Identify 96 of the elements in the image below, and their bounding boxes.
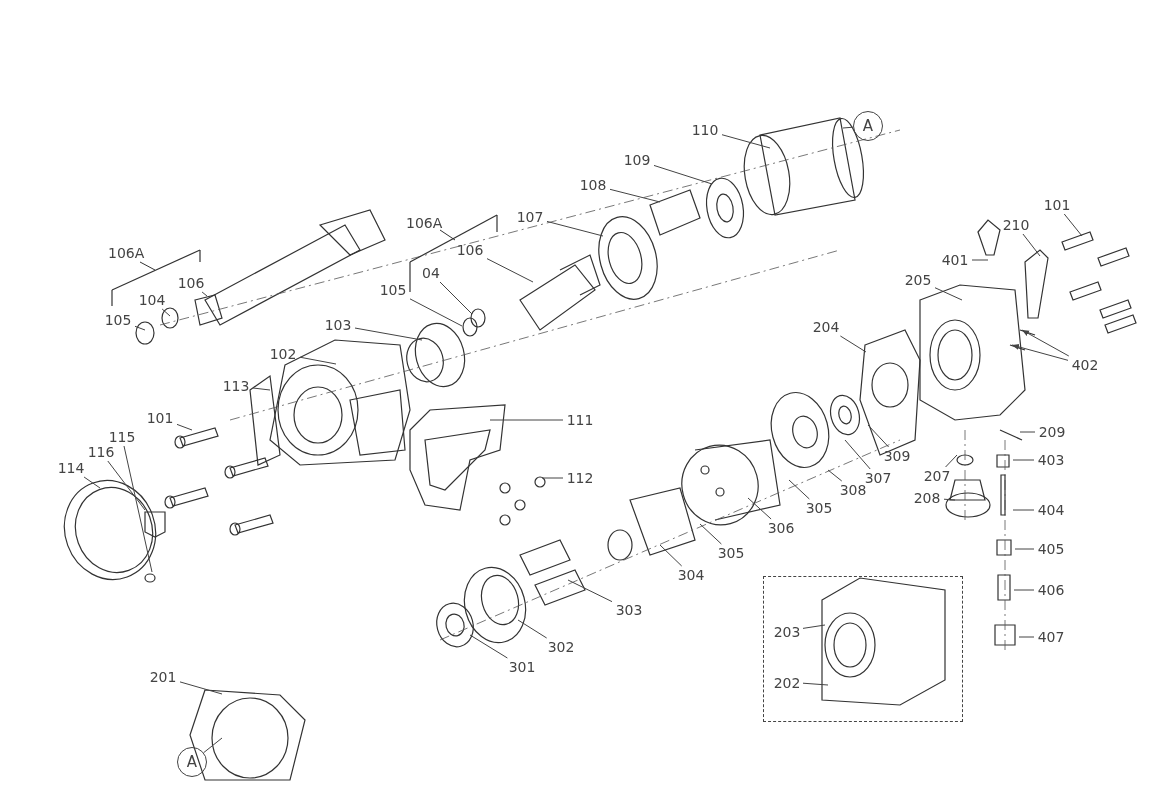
leader-line <box>802 682 829 686</box>
callout-number: 114 <box>56 460 86 476</box>
callout-number: 201 <box>148 669 178 685</box>
leader-line <box>489 419 564 421</box>
leader-arrow <box>1021 329 1070 357</box>
callout-number: 405 <box>1036 541 1066 557</box>
leader-line <box>83 476 101 489</box>
leader-line <box>802 624 826 629</box>
leader-line <box>1022 233 1041 257</box>
callout-number: 105 <box>103 312 133 328</box>
leader-line <box>486 258 534 283</box>
callout-number: 309 <box>882 448 912 464</box>
callout-number: 406 <box>1036 582 1066 598</box>
callout-number: 303 <box>614 602 644 618</box>
leader-line <box>409 298 463 327</box>
callout-number: 305 <box>716 545 746 561</box>
callout-number: 104 <box>137 292 167 308</box>
callout-number: 407 <box>1036 629 1066 645</box>
callout-number: 204 <box>811 319 841 335</box>
dashed-frame <box>763 576 963 722</box>
leader-line <box>179 681 223 695</box>
leader-line <box>1019 431 1036 433</box>
leader-line <box>439 281 473 315</box>
callout-number: 404 <box>1036 502 1066 518</box>
callout-number: 403 <box>1036 452 1066 468</box>
callout-number: 401 <box>940 252 970 268</box>
leader-line <box>842 126 854 129</box>
leader-line <box>721 134 771 149</box>
leader-line <box>567 579 613 603</box>
callout-number: 103 <box>323 317 353 333</box>
callout-number: 207 <box>922 468 952 484</box>
leader-line <box>1014 548 1035 550</box>
leader-line <box>176 423 193 431</box>
callout-number: 304 <box>676 567 706 583</box>
callout-number: 402 <box>1070 357 1100 373</box>
callout-number: 302 <box>546 639 576 655</box>
leader-line <box>252 387 271 391</box>
leader-line <box>839 335 867 353</box>
leader-line <box>201 291 208 297</box>
assembly-label: 106A <box>406 215 443 231</box>
leader-line <box>354 327 423 341</box>
leader-line <box>699 523 722 545</box>
callout-number: 108 <box>578 177 608 193</box>
callout-number: 116 <box>86 444 116 460</box>
leader-line <box>945 454 958 468</box>
leader-line <box>943 498 956 501</box>
leader-line <box>788 479 810 500</box>
callout-number: 107 <box>515 209 545 225</box>
leader-arrow <box>1011 343 1069 361</box>
callout-number: 111 <box>565 412 595 428</box>
callout-number: 105 <box>378 282 408 298</box>
leader-line <box>827 469 843 482</box>
leader-line <box>299 356 337 365</box>
assembly-label: 106A <box>108 245 145 261</box>
callout-number: 101 <box>145 410 175 426</box>
leader-line <box>203 737 223 754</box>
leader-line <box>469 634 508 659</box>
leader-line <box>867 424 890 448</box>
callout-number: 208 <box>912 490 942 506</box>
callout-number: 109 <box>622 152 652 168</box>
callout-number: 209 <box>1037 424 1067 440</box>
leader-line <box>971 259 989 261</box>
leader-line <box>541 477 564 479</box>
callout-number: 113 <box>221 378 251 394</box>
callout-number: 202 <box>772 675 802 691</box>
leader-line <box>1013 589 1035 591</box>
callout-number: 306 <box>766 520 796 536</box>
callout-number: 203 <box>772 624 802 640</box>
leader-line <box>546 220 604 237</box>
leader-line <box>161 308 171 317</box>
leader-line <box>659 544 683 567</box>
callout-number: 301 <box>507 659 537 675</box>
leader-line <box>1012 459 1035 461</box>
callout-number: 102 <box>268 346 298 362</box>
leader-line <box>107 460 146 511</box>
callout-number: 115 <box>107 429 137 445</box>
callout-number: 04 <box>420 265 442 281</box>
leader-line <box>1018 636 1035 638</box>
callout-number: 112 <box>565 470 595 486</box>
callout-number: 106 <box>176 275 206 291</box>
callout-number: 106 <box>455 242 485 258</box>
callout-number: 210 <box>1001 217 1031 233</box>
callout-number: 101 <box>1042 197 1072 213</box>
leader-line <box>134 325 146 331</box>
leader-line <box>1063 213 1083 237</box>
leader-line <box>934 287 963 301</box>
callout-number: 305 <box>804 500 834 516</box>
callout-number: 110 <box>690 122 720 138</box>
leader-line <box>844 439 871 470</box>
leader-line <box>1012 509 1035 511</box>
leader-line <box>653 164 713 185</box>
callout-number: 205 <box>903 272 933 288</box>
leader-line <box>609 188 661 203</box>
leader-line <box>123 445 153 573</box>
leader-line <box>517 619 548 639</box>
leader-line <box>747 497 772 520</box>
